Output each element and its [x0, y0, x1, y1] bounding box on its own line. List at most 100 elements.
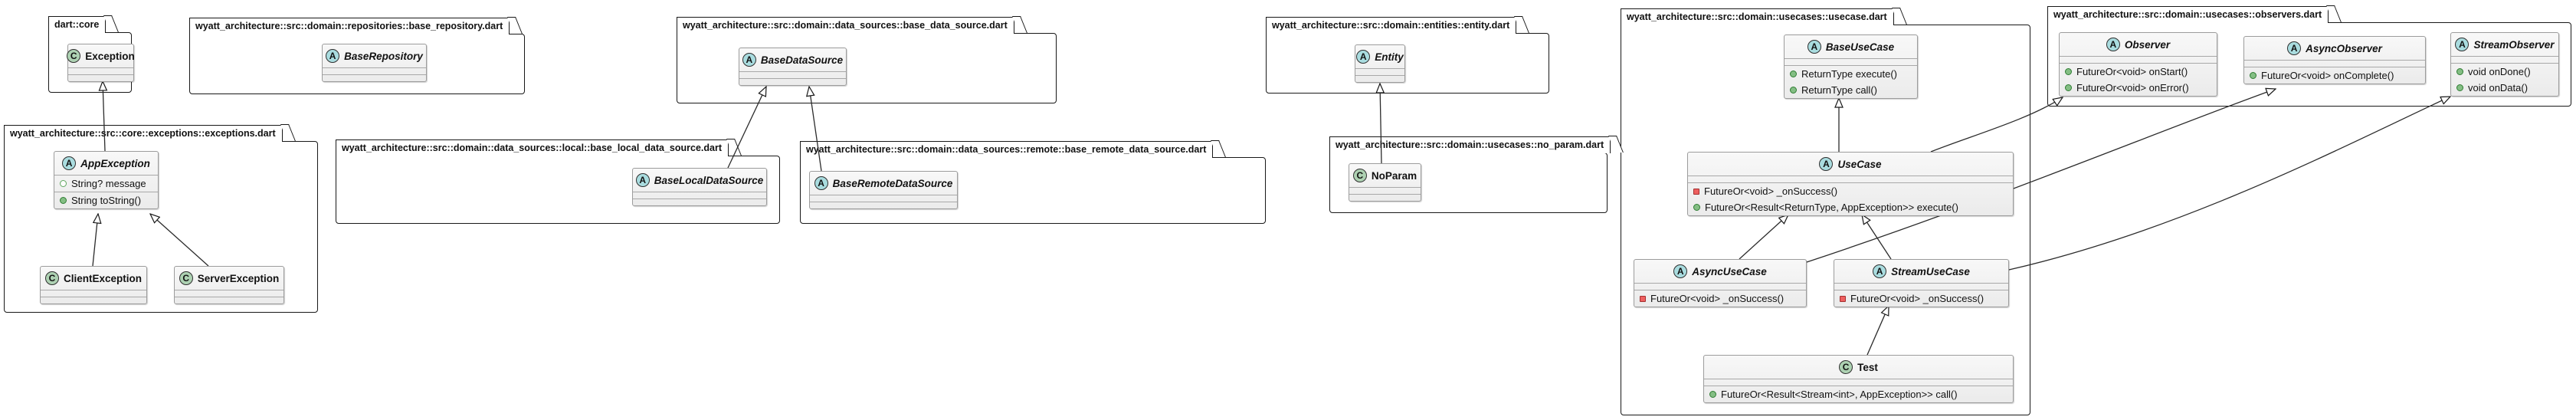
package-tab-usecase: wyatt_architecture::src::domain::usecase…	[1621, 8, 1894, 25]
class-server-exception-title: C ServerException	[175, 267, 283, 290]
package-base-data-source: wyatt_architecture::src::domain::data_so…	[677, 17, 1057, 103]
fields-compartment	[2451, 56, 2558, 63]
methods-compartment: void onDone() void onData()	[2451, 63, 2558, 96]
class-base-usecase-title: A BaseUseCase	[1785, 35, 1917, 58]
public-method-icon	[1790, 87, 1797, 94]
class-name: Test	[1857, 361, 1878, 373]
class-name: StreamObserver	[2473, 38, 2555, 51]
class-entity-title: A Entity	[1355, 45, 1404, 68]
member-text: FutureOr<void> onStart()	[2076, 66, 2188, 77]
fields-compartment	[323, 67, 426, 74]
public-method-icon	[2065, 68, 2072, 75]
class-base-usecase: A BaseUseCase ReturnType execute() Retur…	[1784, 34, 1918, 99]
package-entity: wyatt_architecture::src::domain::entitie…	[1266, 17, 1549, 94]
class-name: BaseRepository	[344, 50, 423, 62]
fields-compartment	[1688, 176, 2013, 182]
class-stream-observer-title: A StreamObserver	[2451, 33, 2558, 56]
class-base-remote-data-source-title: A BaseRemoteDataSource	[810, 172, 957, 195]
class-test-title: C Test	[1704, 356, 2013, 379]
public-method-icon	[2065, 84, 2072, 91]
class-name: StreamUseCase	[1891, 265, 1970, 277]
member-text: FutureOr<Result<ReturnType, AppException…	[1705, 202, 1958, 213]
methods-compartment	[1349, 194, 1421, 201]
package-tab-exceptions: wyatt_architecture::src::core::exception…	[4, 125, 283, 142]
method-row: FutureOr<void> _onSuccess()	[1688, 183, 2013, 199]
package-tab-base-repository: wyatt_architecture::src::domain::reposit…	[189, 18, 510, 34]
fields-compartment	[1785, 58, 1917, 65]
class-base-local-data-source: A BaseLocalDataSource	[632, 168, 767, 206]
methods-compartment	[323, 74, 426, 81]
method-row: void onData()	[2451, 80, 2558, 96]
class-stream-usecase-title: A StreamUseCase	[1834, 260, 2008, 283]
public-method-icon	[2456, 84, 2463, 91]
public-method-icon	[2250, 72, 2256, 79]
abstract-icon: A	[326, 49, 340, 63]
class-stream-observer: A StreamObserver void onDone() void onDa…	[2450, 32, 2559, 97]
methods-compartment	[41, 297, 146, 304]
public-method-icon	[2456, 68, 2463, 75]
fields-compartment	[1704, 379, 2013, 386]
abstract-icon: A	[2455, 38, 2469, 51]
class-name: NoParam	[1371, 169, 1417, 182]
fields-compartment	[175, 290, 283, 297]
fields-compartment	[2244, 60, 2425, 67]
abstract-icon: A	[2106, 38, 2120, 51]
class-usecase-title: A UseCase	[1688, 153, 2013, 176]
abstract-icon: A	[635, 173, 650, 187]
method-row: FutureOr<void> _onSuccess()	[1634, 290, 1806, 307]
class-observer-title: A Observer	[2060, 33, 2217, 56]
member-text: ReturnType call()	[1801, 84, 1877, 96]
package-body-base-data-source	[677, 33, 1057, 103]
abstract-icon: A	[1673, 264, 1688, 278]
class-stream-usecase: A StreamUseCase FutureOr<void> _onSucces…	[1834, 259, 2009, 307]
class-app-exception: A AppException String? message String to…	[54, 151, 159, 209]
class-client-exception: C ClientException	[40, 266, 147, 304]
methods-compartment	[633, 199, 766, 205]
method-row: FutureOr<void> _onSuccess()	[1834, 290, 2008, 307]
fields-compartment	[1349, 187, 1421, 194]
methods-compartment: String toString()	[54, 192, 158, 208]
member-text: FutureOr<void> onError()	[2076, 82, 2189, 94]
member-text: FutureOr<Result<Stream<int>, AppExceptio…	[1721, 389, 1958, 400]
member-text: String toString()	[71, 195, 142, 206]
class-async-observer: A AsyncObserver FutureOr<void> onComplet…	[2243, 36, 2426, 84]
private-method-icon	[1640, 295, 1646, 302]
fields-compartment	[2060, 56, 2217, 63]
member-text: void onDone()	[2468, 66, 2531, 77]
method-row: FutureOr<void> onError()	[2060, 80, 2217, 96]
fields-compartment	[810, 195, 957, 202]
class-app-exception-title: A AppException	[54, 152, 158, 175]
fields-compartment	[739, 71, 846, 78]
fields-compartment	[41, 290, 146, 297]
member-text: ReturnType execute()	[1801, 68, 1898, 80]
class-async-usecase: A AsyncUseCase FutureOr<void> _onSuccess…	[1634, 259, 1807, 307]
public-method-icon	[1790, 71, 1797, 77]
class-no-param-title: C NoParam	[1349, 164, 1421, 187]
class-name: Observer	[2124, 38, 2171, 51]
class-name: BaseLocalDataSource	[654, 174, 764, 186]
public-method-icon	[1693, 204, 1700, 211]
method-row: FutureOr<Result<Stream<int>, AppExceptio…	[1704, 386, 2013, 402]
private-method-icon	[1693, 188, 1699, 195]
class-base-remote-data-source: A BaseRemoteDataSource	[809, 171, 958, 209]
package-tab-dart-core: dart::core	[48, 16, 107, 33]
abstract-icon: A	[2287, 41, 2302, 55]
package-base-repository: wyatt_architecture::src::domain::reposit…	[189, 18, 525, 94]
member-text: FutureOr<void> _onSuccess()	[1650, 293, 1785, 304]
class-name: AppException	[80, 157, 150, 169]
class-icon: C	[1839, 360, 1853, 374]
class-async-usecase-title: A AsyncUseCase	[1634, 260, 1806, 283]
method-row: void onDone()	[2451, 64, 2558, 80]
abstract-icon: A	[1356, 50, 1371, 64]
abstract-icon: A	[1819, 157, 1834, 171]
fields-compartment	[1634, 283, 1806, 290]
methods-compartment	[1355, 75, 1404, 82]
class-async-observer-title: A AsyncObserver	[2244, 37, 2425, 60]
class-client-exception-title: C ClientException	[41, 267, 146, 290]
class-name: Entity	[1375, 51, 1404, 63]
package-tab-remote: wyatt_architecture::src::domain::data_so…	[800, 141, 1214, 158]
class-entity: A Entity	[1355, 44, 1405, 83]
public-method-icon	[60, 197, 67, 204]
class-base-repository: A BaseRepository	[322, 44, 427, 82]
